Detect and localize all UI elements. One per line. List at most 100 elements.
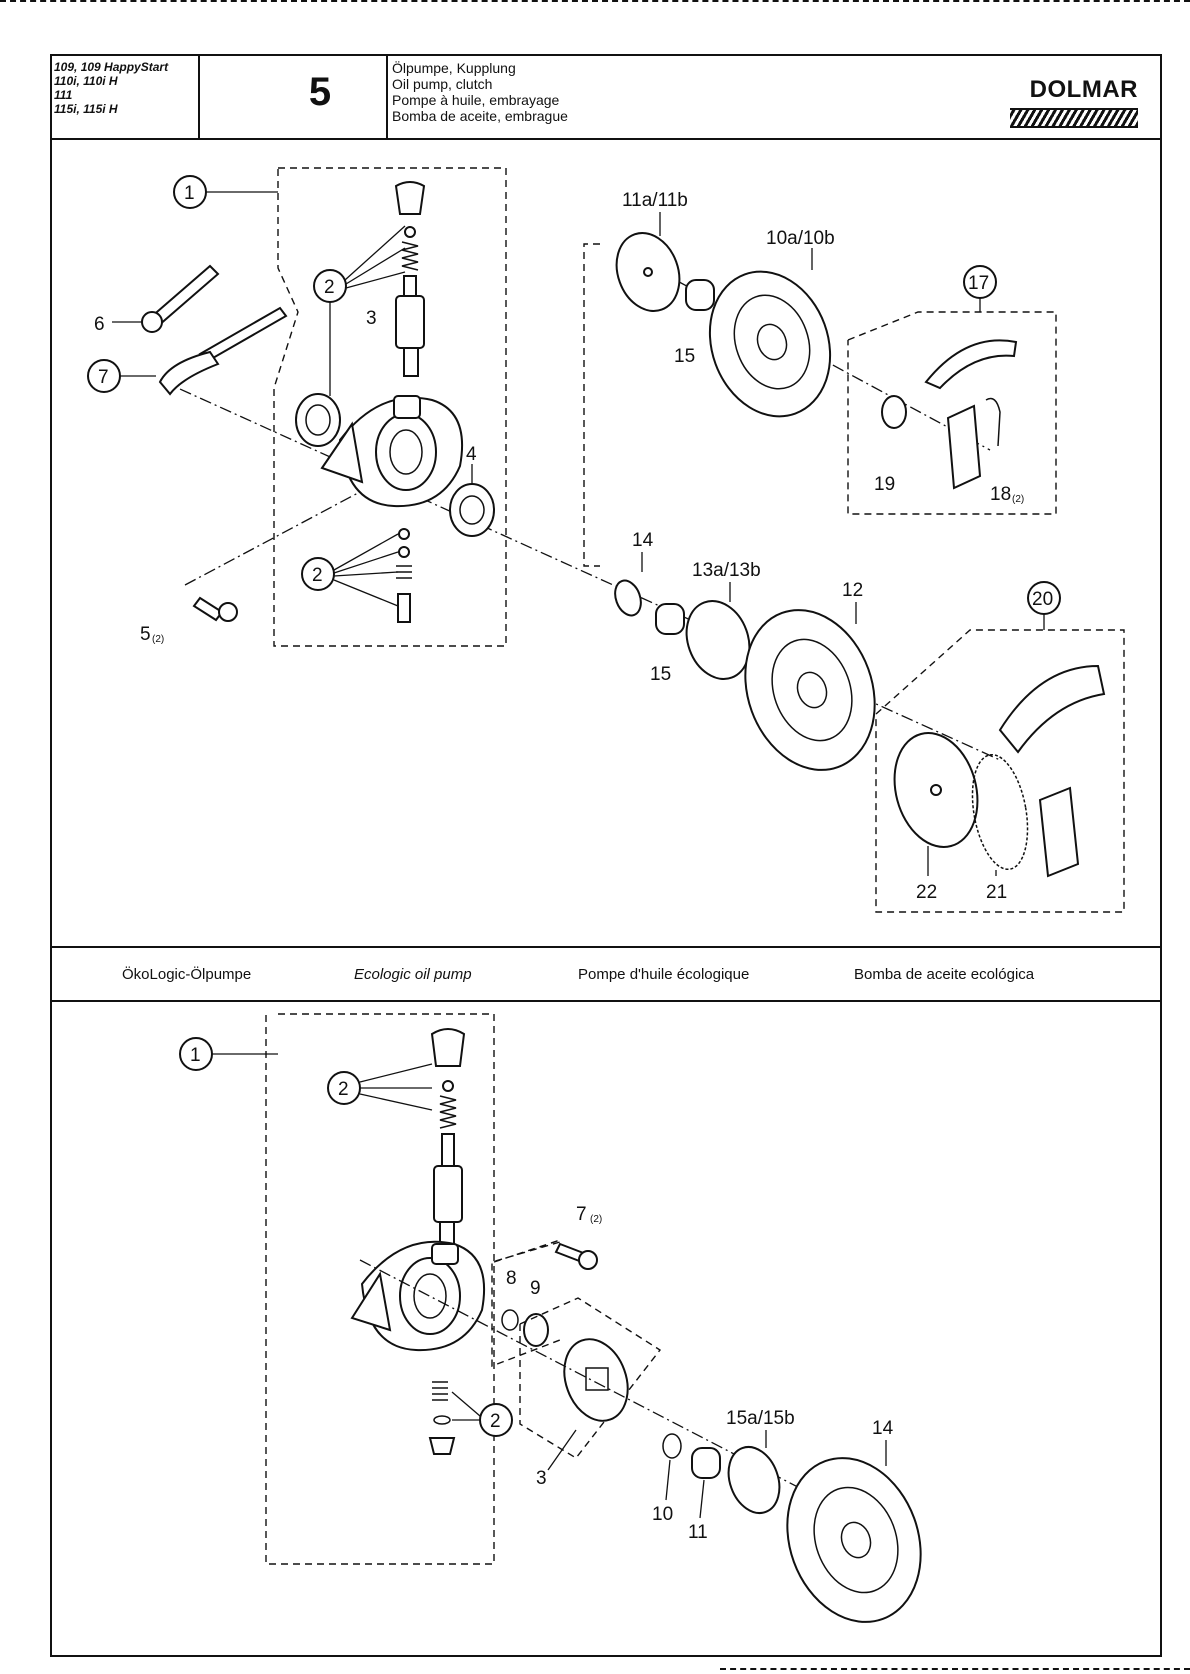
- ring-part: [398, 528, 410, 540]
- model-list: 109, 109 HappyStart 110i, 110i H 111 115…: [54, 60, 174, 116]
- screw-head: [578, 1250, 598, 1270]
- clutch-drum-part: [744, 609, 876, 771]
- sprocket-part: [727, 1446, 781, 1514]
- drum-hub: [840, 1521, 872, 1559]
- drum-hub: [756, 323, 788, 361]
- callout-14: 14: [872, 1418, 894, 1439]
- drum-hub: [796, 671, 828, 709]
- section-label-fr: Pompe d'huile écologique: [578, 966, 750, 983]
- washer-hole: [643, 267, 653, 277]
- model-line: 115i, 115i H: [54, 102, 118, 116]
- title-fr: Pompe à huile, embrayage: [392, 92, 560, 108]
- callout-1: 1: [190, 1045, 201, 1066]
- ring-part: [433, 1415, 451, 1425]
- sheet-number: 5: [308, 70, 332, 114]
- screw-part: [428, 1437, 456, 1455]
- clutch-carrier-part: [1038, 786, 1080, 878]
- clutch-shoe-part: [924, 339, 1018, 390]
- clutch-assembly-outline: [875, 629, 1125, 913]
- callout-6: 6: [94, 314, 105, 335]
- model-line: 109, 109 HappyStart: [54, 60, 169, 74]
- callout-19: 19: [874, 474, 895, 495]
- callout-15: 15a/15b: [726, 1408, 795, 1429]
- callout-9: 9: [530, 1278, 541, 1299]
- leader-line: [333, 571, 399, 577]
- axis-line: [619, 249, 991, 451]
- adjuster-group-outline: [491, 1239, 561, 1368]
- pump-bore-inner: [413, 1273, 447, 1319]
- callout-15: 15: [650, 664, 671, 685]
- garter-spring-part: [971, 753, 1029, 871]
- title-de: Ölpumpe, Kupplung: [392, 60, 516, 76]
- leader-line: [333, 579, 399, 607]
- callout-7-qty: (2): [590, 1214, 602, 1225]
- shaft-part: [403, 275, 417, 297]
- screw-head: [218, 602, 238, 622]
- callout-1: 1: [184, 183, 195, 204]
- clutch-group-outline: [583, 243, 600, 567]
- clutch-shoe-part: [998, 664, 1106, 754]
- clutch-drum-part: [708, 270, 832, 418]
- leader-line: [665, 1459, 671, 1501]
- leader-line: [333, 551, 399, 574]
- spring-part: [401, 241, 419, 271]
- seal-part: [449, 483, 495, 537]
- leader-line: [359, 1063, 433, 1083]
- screw-part: [192, 596, 224, 622]
- oil-seal-inner: [305, 404, 331, 436]
- pump-bore: [375, 413, 437, 491]
- callout-20: 20: [1032, 589, 1053, 610]
- callout-circle: [301, 557, 335, 591]
- callout-7: 7: [98, 367, 109, 388]
- clutch-carrier-part: [946, 404, 982, 490]
- sheet-header: 109, 109 HappyStart 110i, 110i H 111 115…: [50, 54, 1162, 140]
- callout-11: 11: [688, 1522, 708, 1543]
- pump-flange: [350, 1271, 392, 1332]
- shaft-part: [441, 1133, 455, 1167]
- callout-18: 18: [990, 484, 1011, 505]
- pump-flange: [320, 421, 364, 484]
- callout-11: 11a/11b: [622, 190, 688, 211]
- circlip-part: [662, 1433, 682, 1459]
- leader-line: [699, 1479, 705, 1519]
- drum-inner: [813, 1486, 899, 1594]
- worm-gear-part: [395, 295, 425, 349]
- screw-part: [394, 181, 426, 215]
- leader-line: [345, 271, 406, 289]
- eco-pump-group-outline: [265, 1013, 495, 1565]
- ball-part: [404, 226, 416, 238]
- spring-part: [439, 1095, 457, 1129]
- screw-part: [397, 593, 411, 623]
- section-label-es: Bomba de aceite ecológica: [854, 966, 1035, 983]
- drive-gear-part: [563, 1338, 629, 1422]
- washer-part: [614, 579, 642, 617]
- adjuster-lever: [158, 350, 220, 396]
- section-label-de: ÖkoLogic-Ölpumpe: [122, 966, 252, 983]
- model-line: 111: [54, 88, 73, 102]
- washer-part: [881, 395, 907, 429]
- callout-22: 22: [916, 882, 937, 903]
- title-en: Oil pump, clutch: [392, 76, 493, 92]
- seal-inner: [459, 495, 485, 525]
- leader-line: [359, 1093, 433, 1111]
- brand-logo: DOLMAR: [1029, 76, 1138, 103]
- title-es: Bomba de aceite, embrague: [392, 108, 568, 124]
- callout-2: 2: [338, 1079, 349, 1100]
- cover-hole: [930, 784, 942, 796]
- callout-5: 5: [140, 624, 151, 645]
- oil-seal-part: [295, 393, 341, 447]
- spring-part: [396, 565, 412, 579]
- bottom-edge-dashes: [720, 1668, 1190, 1670]
- callout-15: 15: [674, 346, 695, 367]
- callout-2: 2: [312, 565, 323, 586]
- washer-part: [523, 1313, 549, 1347]
- top-edge-dashes: [0, 0, 1190, 2]
- callout-8: 8: [506, 1268, 517, 1289]
- circlip-part: [501, 1309, 519, 1331]
- model-line: 110i, 110i H: [54, 74, 118, 88]
- ring-part: [398, 546, 410, 558]
- spring-clip-part: [985, 397, 1001, 447]
- drive-gear-square: [585, 1367, 609, 1391]
- sheet-frame: [50, 54, 1162, 1657]
